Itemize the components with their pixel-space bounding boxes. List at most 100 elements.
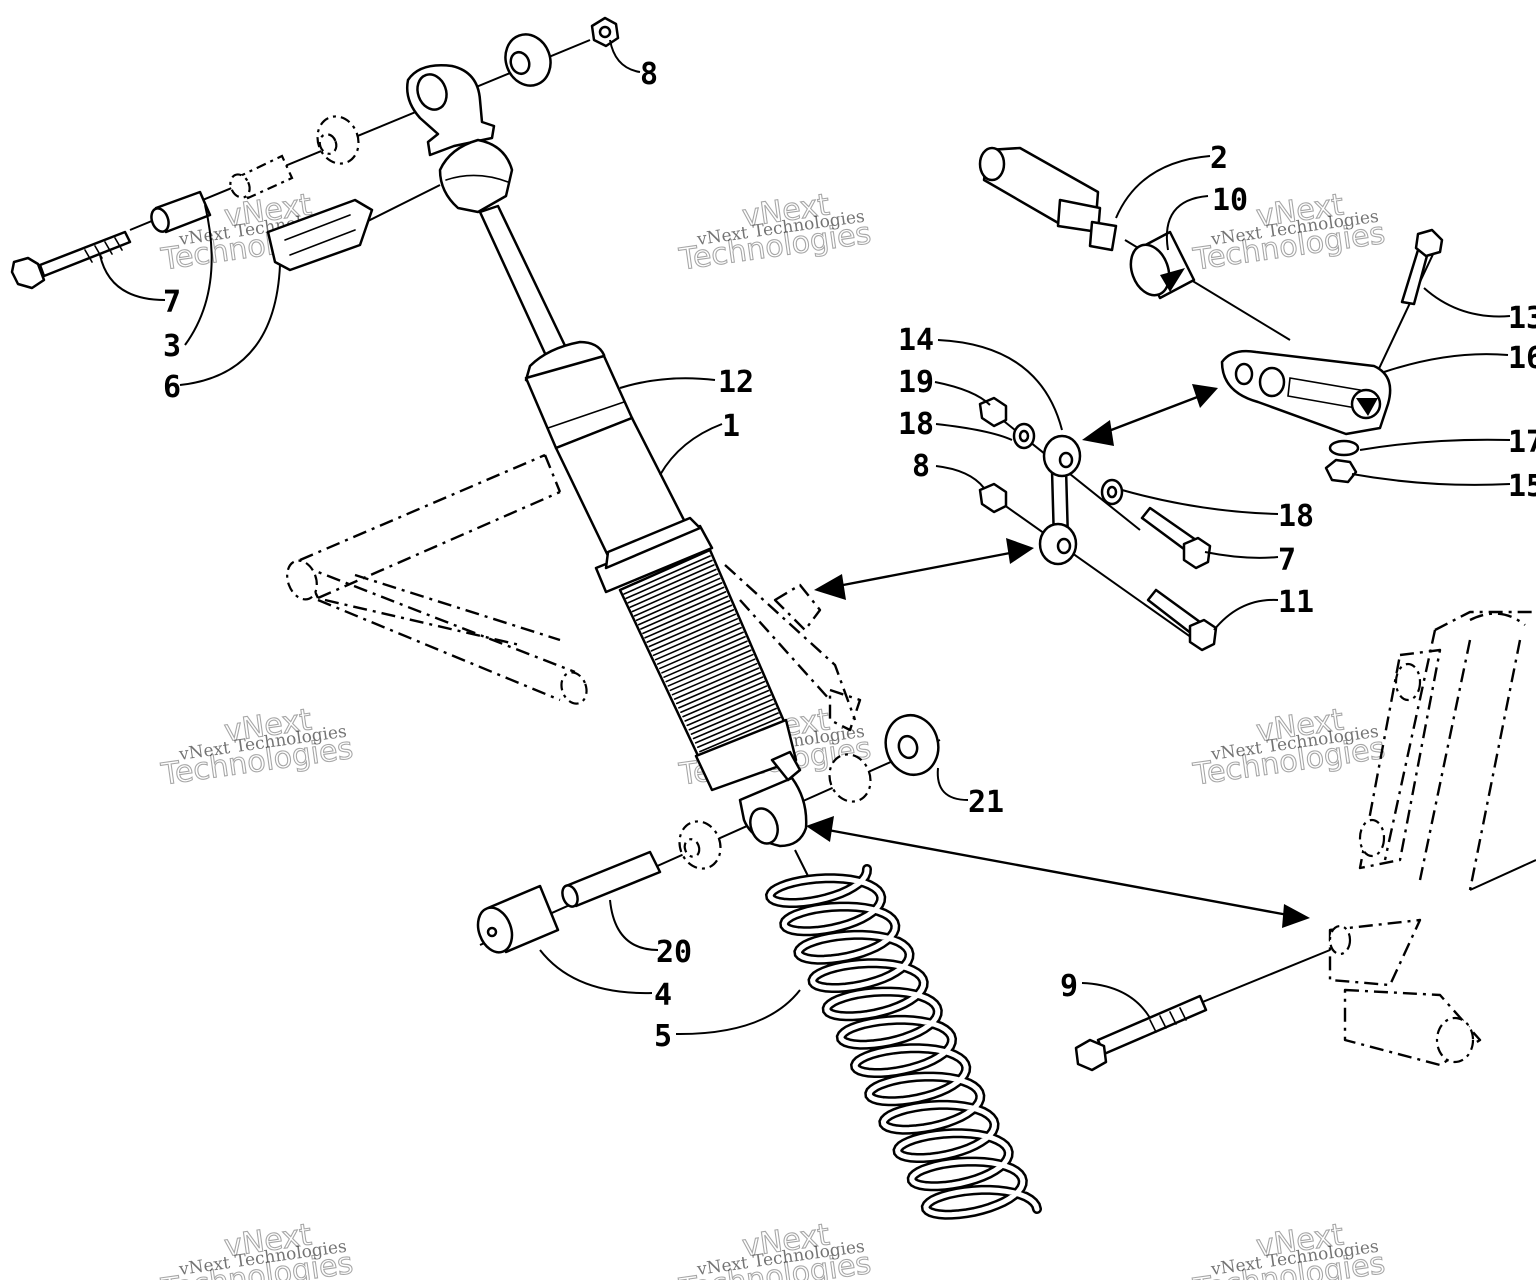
ghost-bushings-top bbox=[229, 115, 360, 200]
bushing-top bbox=[504, 33, 552, 87]
nut-15 bbox=[1324, 458, 1358, 484]
nut-19 bbox=[978, 396, 1008, 428]
thread-line bbox=[623, 555, 711, 595]
thread-line bbox=[682, 680, 766, 718]
thread-line bbox=[688, 694, 772, 731]
callout-20: 20 bbox=[656, 935, 692, 970]
shock-absorber bbox=[406, 64, 808, 848]
thread-line bbox=[680, 676, 764, 714]
thread-line bbox=[686, 689, 770, 727]
thread-line bbox=[665, 644, 750, 683]
ghost-bushing-lower-right bbox=[828, 753, 872, 803]
callout-7-left: 7 bbox=[163, 285, 181, 320]
thread-line bbox=[659, 631, 744, 670]
thread-line bbox=[633, 577, 721, 617]
thread-line bbox=[667, 649, 752, 687]
thread-line bbox=[631, 573, 719, 613]
washer-18-right bbox=[1100, 478, 1124, 506]
bushing-4 bbox=[476, 884, 560, 954]
thread-line bbox=[692, 703, 776, 740]
thread-lines bbox=[623, 555, 783, 757]
washer-17 bbox=[1328, 439, 1360, 457]
thread-line bbox=[694, 707, 777, 744]
callout-labels: 8 7 3 6 12 1 2 10 13 16 17 15 14 19 18 8… bbox=[163, 57, 1536, 1054]
thread-line bbox=[673, 662, 758, 700]
nut-8-mid bbox=[978, 482, 1008, 514]
callout-15: 15 bbox=[1508, 469, 1536, 504]
thread-line bbox=[652, 618, 739, 657]
nut-8-top bbox=[590, 16, 620, 48]
thread-line bbox=[699, 716, 781, 753]
callout-14: 14 bbox=[898, 323, 934, 358]
thread-line bbox=[684, 685, 768, 722]
thread-line bbox=[656, 626, 742, 665]
bolt-7-top bbox=[10, 230, 132, 290]
thread-line bbox=[648, 609, 735, 648]
callout-9: 9 bbox=[1060, 969, 1078, 1004]
callout-10: 10 bbox=[1212, 183, 1248, 218]
callout-5: 5 bbox=[654, 1019, 672, 1054]
thread-line bbox=[640, 591, 727, 630]
thread-line bbox=[654, 622, 740, 661]
callout-8-top: 8 bbox=[640, 57, 658, 92]
thread-line bbox=[637, 586, 725, 626]
bolt-7-right bbox=[1140, 506, 1212, 570]
sleeve-20 bbox=[561, 850, 662, 908]
thread-line bbox=[627, 564, 715, 604]
direction-arrows bbox=[806, 384, 1310, 928]
callout-17: 17 bbox=[1508, 425, 1536, 460]
thread-line bbox=[644, 600, 731, 639]
thread-line bbox=[642, 595, 729, 635]
callout-21: 21 bbox=[968, 785, 1004, 820]
coil-spring-5 bbox=[764, 864, 1042, 1220]
callout-19: 19 bbox=[898, 365, 934, 400]
callout-3: 3 bbox=[163, 329, 181, 364]
washer-18-left bbox=[1012, 422, 1036, 450]
callout-18-left: 18 bbox=[898, 407, 934, 442]
callout-11: 11 bbox=[1278, 585, 1314, 620]
bolt-9 bbox=[1074, 994, 1208, 1072]
ghost-spindle bbox=[1328, 610, 1536, 1067]
thread-line bbox=[669, 653, 754, 692]
bolt-13 bbox=[1400, 228, 1444, 306]
sway-arm-16 bbox=[1220, 349, 1392, 436]
callout-18-right: 18 bbox=[1278, 499, 1314, 534]
thread-line bbox=[650, 613, 737, 652]
leader-lines bbox=[99, 39, 1511, 1036]
callout-2: 2 bbox=[1210, 141, 1228, 176]
spring-coil-fill bbox=[767, 866, 1040, 1218]
callout-6: 6 bbox=[163, 370, 181, 405]
ghost-bushing-lower-left bbox=[678, 820, 722, 870]
callout-1: 1 bbox=[722, 409, 740, 444]
thread-line bbox=[635, 582, 723, 622]
bushing-21 bbox=[884, 714, 940, 776]
ghost-a-arm bbox=[286, 453, 862, 732]
bushing-10 bbox=[1129, 230, 1196, 300]
callout-12: 12 bbox=[718, 365, 754, 400]
thread-line bbox=[671, 658, 756, 696]
thread-line bbox=[690, 698, 774, 735]
thread-line bbox=[678, 671, 762, 709]
callout-13: 13 bbox=[1508, 301, 1536, 336]
callout-4: 4 bbox=[654, 978, 672, 1013]
thread-line bbox=[625, 559, 713, 600]
thread-line bbox=[646, 604, 733, 643]
callout-8-mid: 8 bbox=[912, 449, 930, 484]
thread-line bbox=[696, 712, 779, 749]
callout-7-right: 7 bbox=[1278, 543, 1296, 578]
link-rod-14 bbox=[1038, 434, 1082, 566]
spacer-3 bbox=[150, 190, 212, 234]
bolt-11 bbox=[1146, 588, 1218, 652]
bracket-6 bbox=[266, 198, 374, 272]
thread-line bbox=[675, 667, 760, 705]
thread-line bbox=[663, 640, 748, 678]
thread-line bbox=[629, 568, 717, 608]
thread-line bbox=[661, 635, 746, 674]
